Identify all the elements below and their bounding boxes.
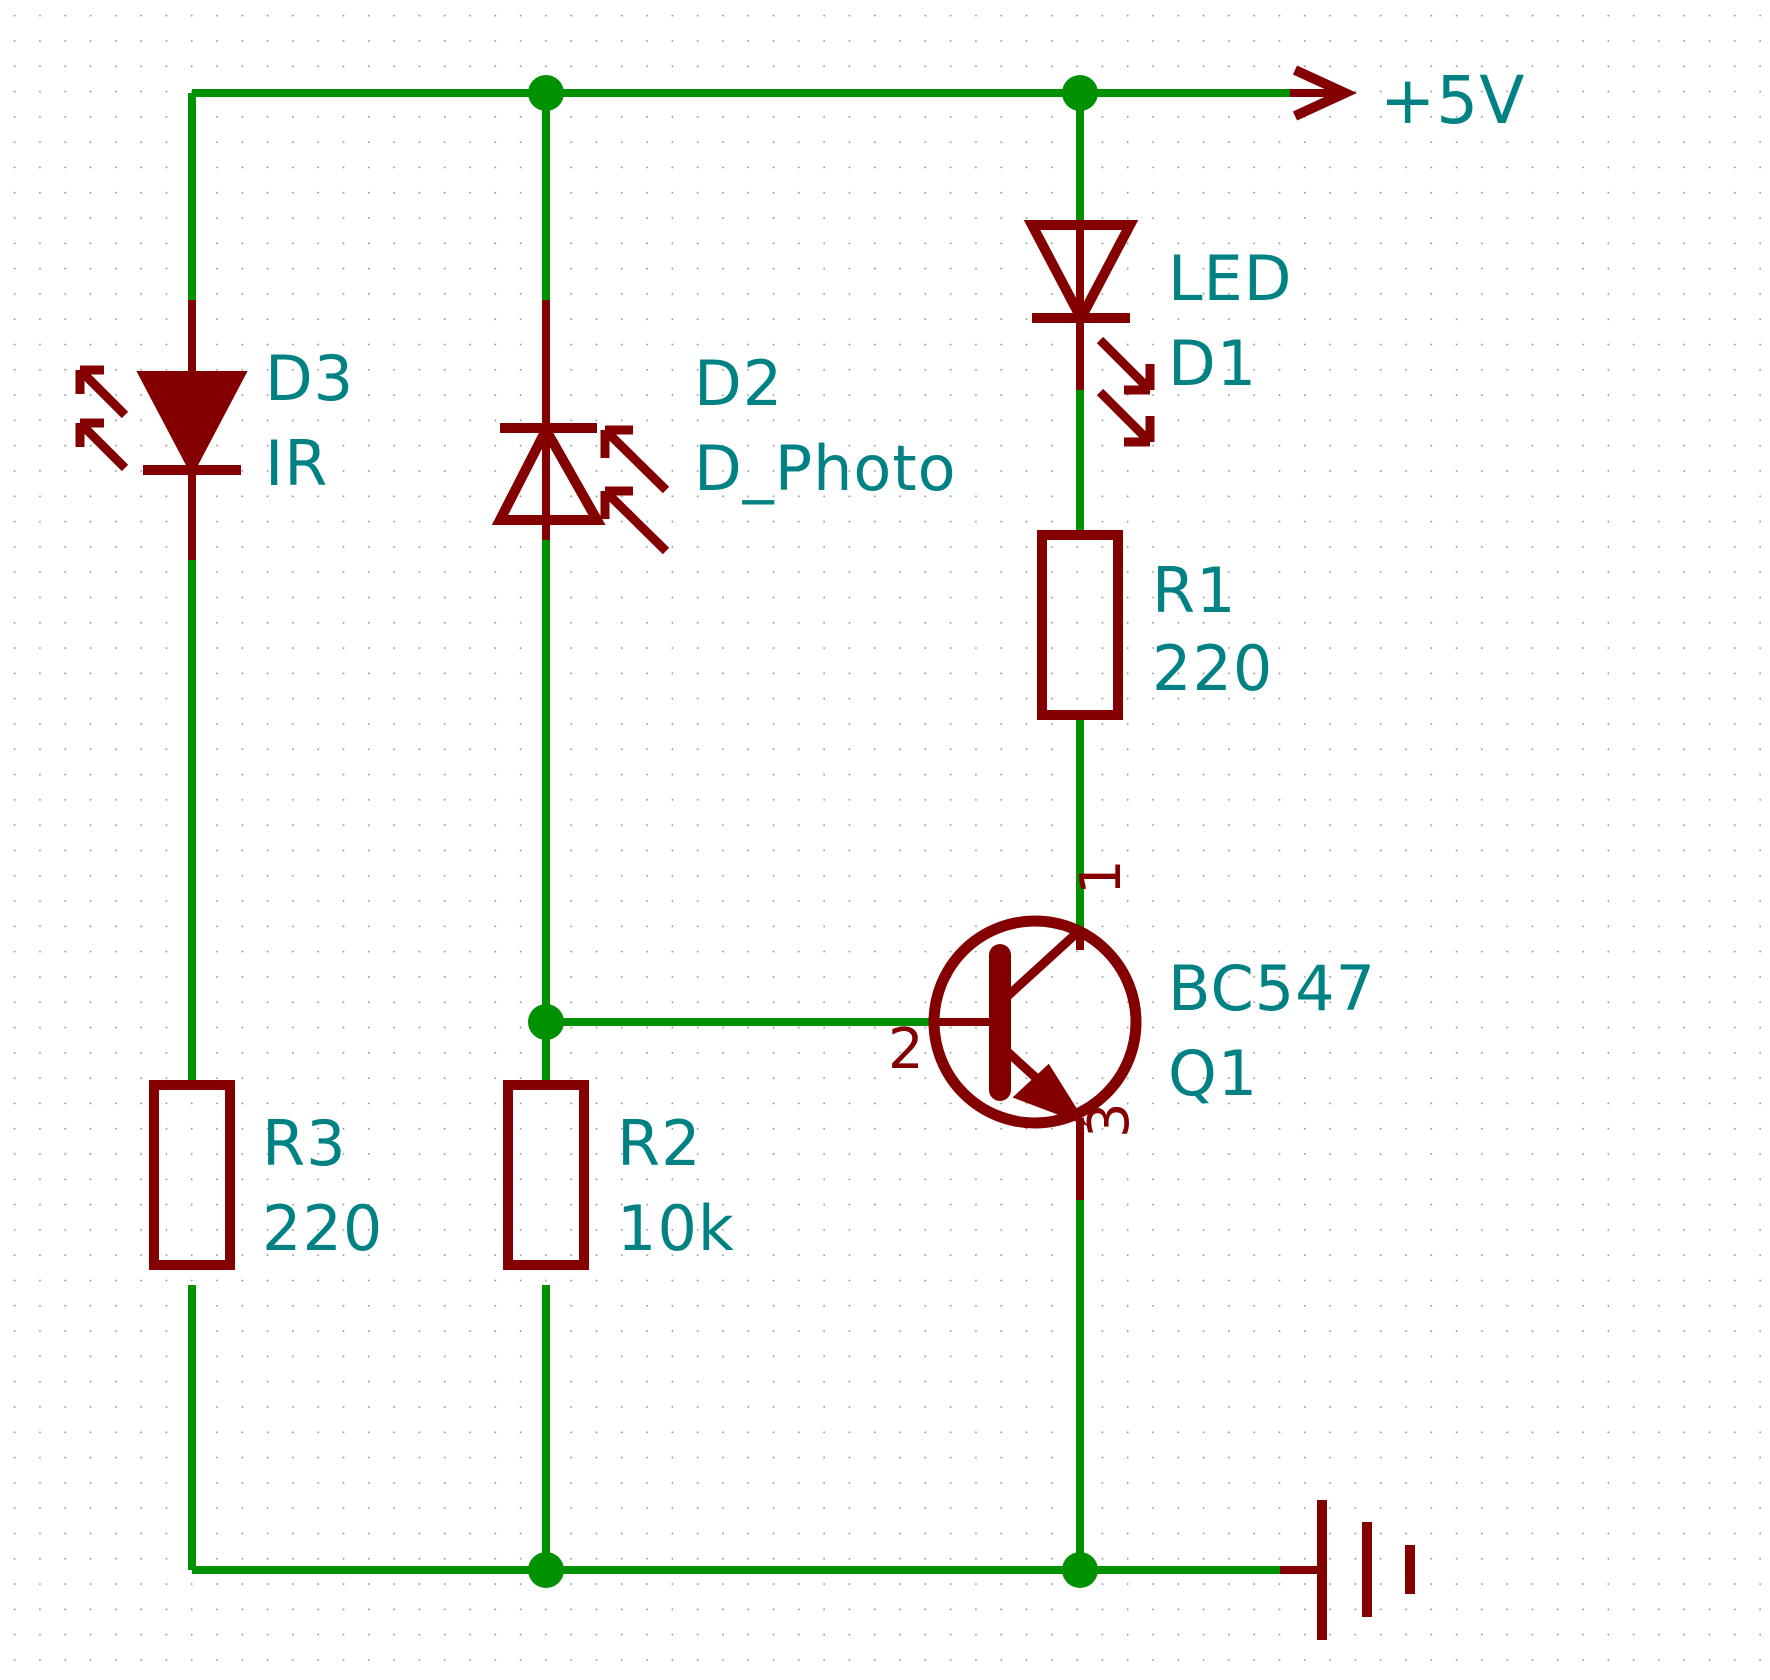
q1-emitter-arrow-icon [1012,1063,1088,1126]
component-d3[interactable]: D3 IR [75,300,354,560]
component-r1[interactable]: R1 220 [1037,530,1273,720]
d2-reception-arrows-icon [600,425,670,555]
q1-value-label: BC547 [1168,952,1376,1025]
ground-symbol[interactable] [1280,1500,1415,1640]
d2-reference-label: D2 [694,347,783,420]
r2-value-label: 10k [617,1192,735,1265]
q1-reference-label: Q1 [1168,1037,1258,1110]
r1-reference-label: R1 [1152,554,1237,627]
q1-pin2-number: 2 [888,1017,924,1082]
d3-triangle-icon [136,371,248,477]
r2-reference-label: R2 [617,1107,702,1180]
d3-value-label: IR [265,427,328,500]
d1-reference-label: D1 [1168,327,1257,400]
d1-triangle-icon [1023,220,1139,329]
q1-pin1-number: 1 [1069,859,1134,895]
component-r2[interactable]: R2 10k [503,1080,735,1270]
net-base[interactable] [542,490,930,1085]
d2-triangle-icon [491,419,606,525]
earth-ground-icon [1317,1500,1415,1640]
supply-voltage-label: +5V [1380,62,1526,139]
r1-value-label: 220 [1152,632,1273,705]
junction-gnd-r2 [528,1552,564,1588]
r3-reference-label: R3 [262,1107,347,1180]
component-d2[interactable]: D2 D_Photo [491,300,957,555]
net-vcc[interactable] [188,89,1290,300]
d1-value-label: LED [1168,242,1292,315]
r3-body-icon [149,1080,235,1270]
component-r3[interactable]: R3 220 [149,1080,383,1270]
d3-reference-label: D3 [265,342,354,415]
d3-emission-arrows-icon [75,365,129,472]
component-d1[interactable]: LED D1 [1023,220,1292,447]
net-gnd[interactable] [188,1200,1280,1574]
arrow-right-icon [1292,65,1357,121]
junction-gnd-emitter [1062,1552,1098,1588]
d1-emission-arrows-icon [1096,336,1155,447]
junction-vcc-d1 [1062,75,1098,111]
q1-collector-lead-icon [996,926,1084,1007]
q1-pin3-number: 3 [1077,1102,1142,1138]
r1-body-icon [1037,530,1123,720]
r3-value-label: 220 [262,1192,383,1265]
power-symbol-5v[interactable] [1290,65,1357,121]
junction-base-node [528,1004,564,1040]
component-q1[interactable]: 1 2 3 BC547 Q1 [888,859,1376,1200]
r2-body-icon [503,1080,589,1270]
d2-value-label: D_Photo [694,432,957,505]
junction-vcc-d2 [528,75,564,111]
